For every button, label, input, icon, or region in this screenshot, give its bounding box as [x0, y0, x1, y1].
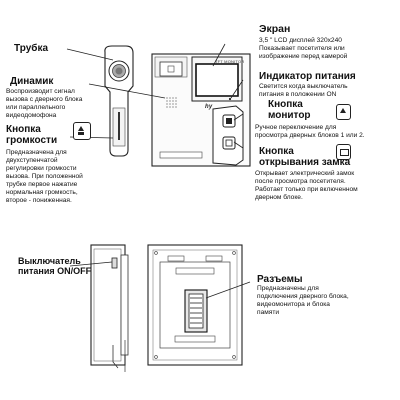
speaker-grill	[166, 97, 177, 108]
monitor-button-icon[interactable]	[223, 115, 235, 127]
power-switch-title: Выключатель питания ON/OFF	[18, 256, 92, 276]
speaker-title: Динамик	[10, 76, 54, 87]
door-button-desc: Открывает электрический замок после прос…	[255, 170, 358, 201]
power-indicator-desc: Светится когда выключатель питания в пол…	[259, 83, 348, 98]
handset-drawing	[104, 45, 134, 157]
screen-brand-text: TFT MONITOR	[215, 59, 245, 64]
power-indicator-title: Индикатор питания	[259, 71, 356, 82]
power-switch	[111, 257, 118, 269]
back-view-drawing	[147, 244, 243, 366]
device-logo: hy	[205, 104, 213, 110]
monitor-key-icon	[336, 104, 351, 120]
volume-button-icon	[73, 122, 91, 140]
door-button-icon[interactable]	[223, 137, 235, 149]
monitor-button-title: Кнопка монитор	[268, 99, 311, 121]
volume-desc: Предназначена для двухступенчатой регули…	[6, 149, 83, 204]
side-view-drawing	[90, 244, 129, 372]
screen-display	[195, 63, 239, 97]
speaker-desc: Воспроизводит сигнал вызова с дверного б…	[6, 88, 83, 119]
monitor-button-desc: Ручное переключение для просмотра дверны…	[255, 124, 365, 139]
door-key-icon	[336, 144, 351, 160]
power-led	[228, 97, 232, 101]
screen-desc: 3,5 " LCD дисплей 320x240 Показывает пос…	[259, 37, 348, 60]
volume-title: Кнопка громкости	[6, 124, 58, 146]
connectors-desc: Предназначены для подключения дверного б…	[257, 285, 349, 316]
screen-title: Экран	[259, 23, 291, 35]
door-button-title: Кнопка открывания замка	[259, 146, 351, 168]
handset-title: Трубка	[14, 43, 49, 54]
connectors-title: Разъемы	[257, 274, 303, 285]
